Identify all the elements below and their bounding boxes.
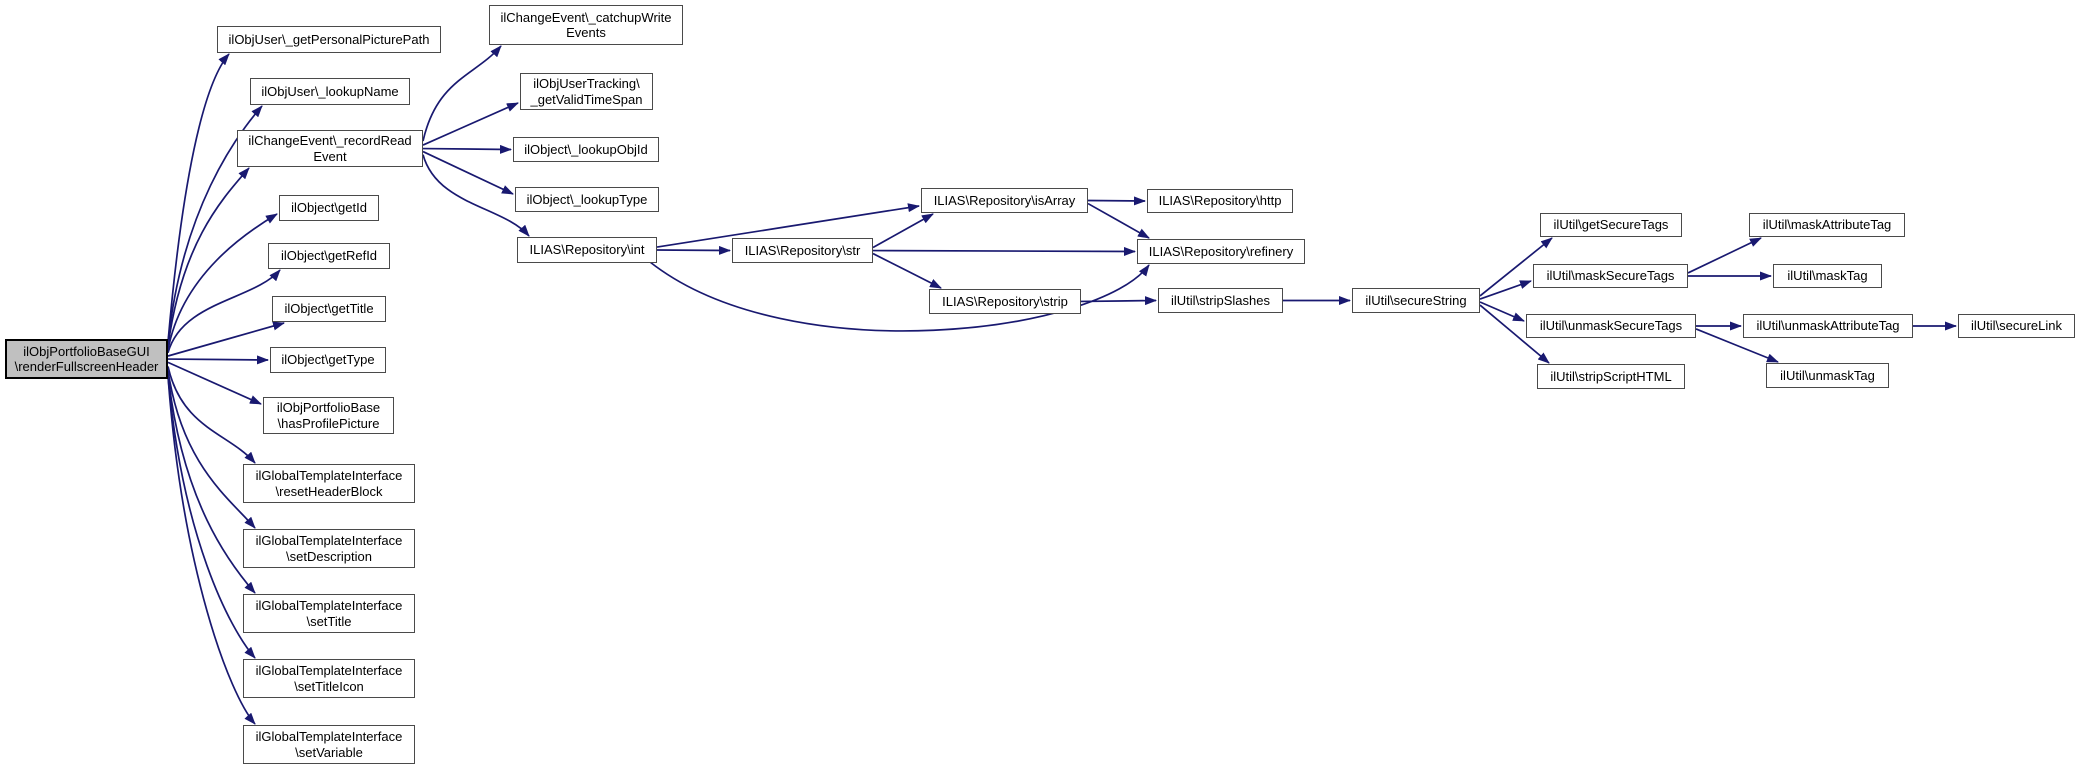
graph-node-maskSecureTags[interactable]: ilUtil\maskSecureTags	[1533, 264, 1688, 288]
edge-root-to-getRefId	[167, 269, 281, 354]
edge-repoInt-to-refinery	[649, 261, 1150, 332]
graph-node-strip[interactable]: ILIAS\Repository\strip	[929, 289, 1081, 314]
edge-repoStr-to-isArray	[872, 213, 934, 249]
edge-secureString-to-getSecureTags	[1479, 237, 1553, 297]
edge-recordReadEvent-to-catchupWriteEvents	[422, 45, 502, 142]
graph-node-maskTag[interactable]: ilUtil\maskTag	[1773, 264, 1882, 288]
edge-secureString-to-unmaskSecureTags	[1479, 301, 1525, 322]
graph-node-maskAttributeTag[interactable]: ilUtil\maskAttributeTag	[1749, 213, 1905, 237]
edge-recordReadEvent-to-lookupObjId	[422, 144, 512, 154]
graph-node-getSecureTags[interactable]: ilUtil\getSecureTags	[1540, 213, 1682, 237]
edge-recordReadEvent-to-repoInt	[422, 154, 530, 237]
graph-node-stripScriptHTML[interactable]: ilUtil\stripScriptHTML	[1537, 364, 1685, 389]
graph-node-setTitle[interactable]: ilGlobalTemplateInterface \setTitle	[243, 594, 415, 633]
edge-recordReadEvent-to-lookupType	[422, 150, 514, 195]
edge-repoStr-to-strip	[872, 252, 942, 289]
graph-node-setDescription[interactable]: ilGlobalTemplateInterface \setDescriptio…	[243, 529, 415, 568]
graph-node-isArray[interactable]: ILIAS\Repository\isArray	[921, 188, 1088, 213]
graph-node-getTitle[interactable]: ilObject\getTitle	[272, 296, 386, 322]
edge-unmaskSecureTags-to-unmaskTag	[1695, 328, 1779, 363]
graph-node-resetHeaderBlock[interactable]: ilGlobalTemplateInterface \resetHeaderBl…	[243, 464, 415, 503]
edge-root-to-getPersonalPicturePath	[167, 53, 230, 343]
graph-node-secureString[interactable]: ilUtil\secureString	[1352, 288, 1480, 313]
edge-root-to-setTitle	[167, 374, 256, 594]
edge-root-to-getTitle	[167, 321, 285, 357]
edge-secureString-to-stripScriptHTML	[1479, 304, 1550, 364]
graph-node-repoInt[interactable]: ILIAS\Repository\int	[517, 237, 657, 263]
graph-node-root: ilObjPortfolioBaseGUI \renderFullscreenH…	[5, 339, 168, 379]
edge-repoInt-to-isArray	[656, 203, 920, 248]
graph-node-recordReadEvent[interactable]: ilChangeEvent\_recordRead Event	[237, 130, 423, 167]
graph-node-setVariable[interactable]: ilGlobalTemplateInterface \setVariable	[243, 725, 415, 764]
graph-node-secureLink[interactable]: ilUtil\secureLink	[1958, 314, 2075, 338]
edge-root-to-setDescription	[167, 370, 256, 529]
graph-node-lookupObjId[interactable]: ilObject\_lookupObjId	[513, 137, 659, 162]
graph-node-repoStr[interactable]: ILIAS\Repository\str	[732, 238, 873, 263]
graph-node-getPersonalPicturePath[interactable]: ilObjUser\_getPersonalPicturePath	[217, 26, 441, 53]
graph-node-unmaskTag[interactable]: ilUtil\unmaskTag	[1766, 363, 1889, 388]
edge-root-to-recordReadEvent	[167, 167, 250, 347]
edge-repoStr-to-refinery	[872, 246, 1136, 256]
edge-root-to-getType	[167, 355, 269, 365]
graph-node-lookupName[interactable]: ilObjUser\_lookupName	[250, 78, 410, 105]
edge-root-to-hasProfilePicture	[167, 361, 262, 405]
graph-node-getId[interactable]: ilObject\getId	[279, 195, 379, 221]
graph-node-setTitleIcon[interactable]: ilGlobalTemplateInterface \setTitleIcon	[243, 659, 415, 698]
edge-maskSecureTags-to-maskAttributeTag	[1687, 237, 1762, 274]
graph-node-getRefId[interactable]: ilObject\getRefId	[268, 243, 390, 269]
graph-node-getType[interactable]: ilObject\getType	[270, 347, 386, 373]
edge-strip-to-stripSlashes	[1080, 296, 1157, 306]
edge-root-to-resetHeaderBlock	[167, 366, 256, 464]
edge-root-to-lookupName	[167, 105, 263, 344]
graph-node-refinery[interactable]: ILIAS\Repository\refinery	[1137, 239, 1305, 264]
edge-root-to-getId	[167, 213, 278, 351]
edge-isArray-to-refinery	[1087, 202, 1150, 239]
graph-node-catchupWriteEvents[interactable]: ilChangeEvent\_catchupWrite Events	[489, 5, 683, 45]
graph-node-stripSlashes[interactable]: ilUtil\stripSlashes	[1158, 288, 1283, 313]
edge-secureString-to-maskSecureTags	[1479, 280, 1532, 300]
graph-node-unmaskSecureTags[interactable]: ilUtil\unmaskSecureTags	[1526, 314, 1696, 338]
graph-node-unmaskAttributeTag[interactable]: ilUtil\unmaskAttributeTag	[1743, 314, 1913, 338]
edge-root-to-setVariable	[167, 375, 256, 725]
graph-node-http[interactable]: ILIAS\Repository\http	[1147, 189, 1293, 213]
graph-node-getValidTimeSpan[interactable]: ilObjUserTracking\ _getValidTimeSpan	[520, 73, 653, 110]
edge-recordReadEvent-to-getValidTimeSpan	[422, 102, 519, 146]
graph-node-hasProfilePicture[interactable]: ilObjPortfolioBase \hasProfilePicture	[263, 397, 394, 434]
edge-root-to-setTitleIcon	[167, 375, 256, 659]
graph-node-lookupType[interactable]: ilObject\_lookupType	[515, 187, 659, 212]
